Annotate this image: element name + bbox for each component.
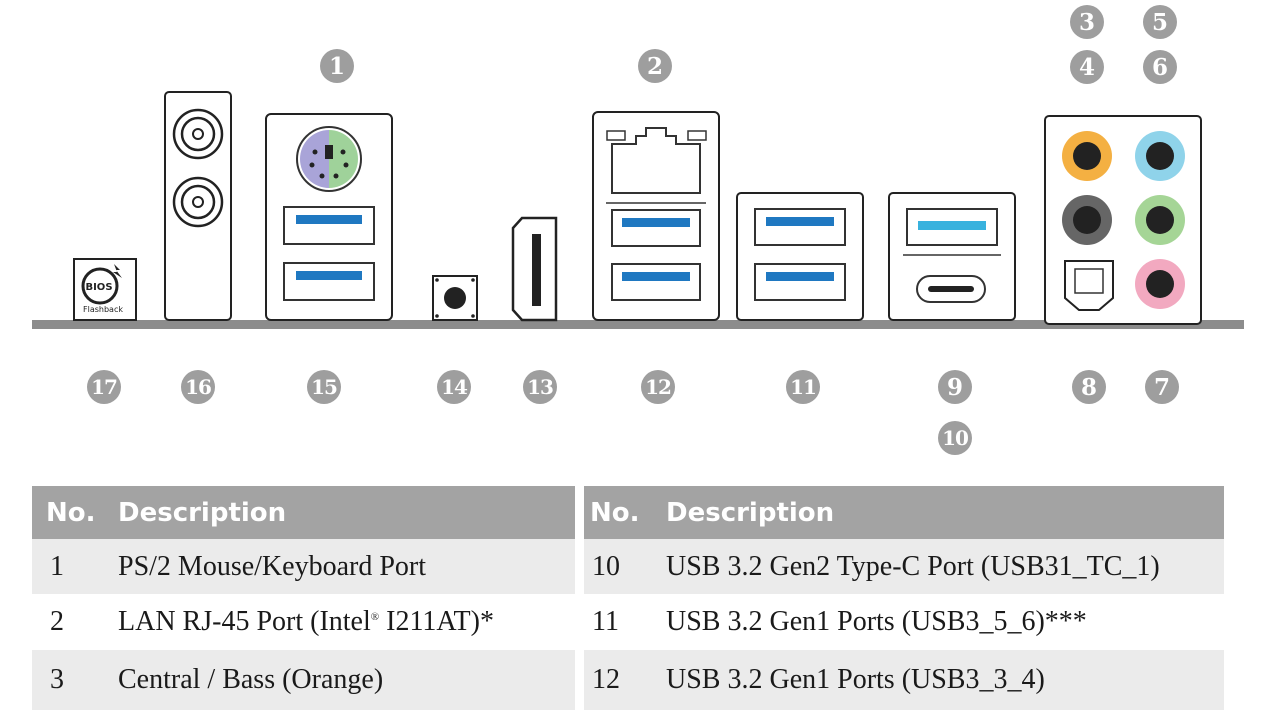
callout-9: 9 — [938, 370, 972, 404]
port-table-right: No. Description 10 USB 3.2 Gen2 Type-C P… — [584, 486, 1224, 710]
usb-port — [283, 206, 375, 245]
hdmi-port — [511, 216, 558, 322]
callout-17: 17 — [87, 370, 121, 404]
registered-mark: ® — [370, 611, 380, 623]
usb-port-block — [736, 192, 864, 321]
row-number: 10 — [584, 539, 666, 594]
column-header-no: No. — [584, 486, 666, 539]
column-header-description: Description — [666, 486, 1224, 539]
usb-port — [611, 209, 701, 247]
row-description: PS/2 Mouse/Keyboard Port — [118, 539, 575, 594]
panel-base-bar — [32, 320, 1244, 329]
bios-flashback-button: BIOS Flashback — [73, 258, 137, 321]
column-header-description: Description — [118, 486, 575, 539]
callout-6: 6 — [1143, 50, 1177, 84]
row-description: USB 3.2 Gen1 Ports (USB3_3_4) — [666, 650, 1224, 710]
callout-16: 16 — [181, 370, 215, 404]
flashback-logo-text: Flashback — [83, 305, 123, 314]
audio-jack-block — [1044, 115, 1202, 325]
usb-port — [611, 263, 701, 301]
callout-15: 15 — [307, 370, 341, 404]
row-number: 11 — [584, 594, 666, 650]
row-description: Central / Bass (Orange) — [118, 650, 575, 710]
row-description-suffix: I211AT)* — [379, 606, 494, 637]
lan-usb-port-block — [592, 111, 720, 321]
row-description-prefix: LAN RJ-45 Port (Intel — [118, 606, 371, 637]
usb-port — [754, 208, 846, 246]
row-description: USB 3.2 Gen1 Ports (USB3_5_6)*** — [666, 594, 1224, 650]
callout-5: 5 — [1143, 5, 1177, 39]
callout-11: 11 — [786, 370, 820, 404]
callout-8: 8 — [1072, 370, 1106, 404]
antenna-ports — [164, 91, 232, 321]
rear-io-panel-diagram: BIOS Flashback — [32, 91, 1244, 329]
usb-port — [283, 262, 375, 301]
callout-2: 2 — [638, 49, 672, 83]
callout-4: 4 — [1070, 50, 1104, 84]
table-header: No. Description — [32, 486, 575, 539]
bios-logo-text: BIOS — [85, 282, 112, 293]
table-row: 3 Central / Bass (Orange) — [32, 650, 575, 710]
row-number: 2 — [32, 594, 118, 650]
callout-1: 1 — [320, 49, 354, 83]
callout-3: 3 — [1070, 5, 1104, 39]
table-header: No. Description — [584, 486, 1224, 539]
callout-10: 10 — [938, 421, 972, 455]
table-row: 12 USB 3.2 Gen1 Ports (USB3_3_4) — [584, 650, 1224, 710]
usb-port — [754, 263, 846, 301]
clear-cmos-button — [432, 275, 478, 321]
row-number: 1 — [32, 539, 118, 594]
table-row: 11 USB 3.2 Gen1 Ports (USB3_5_6)*** — [584, 594, 1224, 650]
row-description: LAN RJ-45 Port (Intel® I211AT)* — [118, 594, 575, 650]
table-row: 2 LAN RJ-45 Port (Intel® I211AT)* — [32, 594, 575, 650]
ps2-usb-port-block — [265, 113, 393, 321]
row-number: 12 — [584, 650, 666, 710]
table-row: 1 PS/2 Mouse/Keyboard Port — [32, 539, 575, 594]
row-number: 3 — [32, 650, 118, 710]
callout-14: 14 — [437, 370, 471, 404]
callout-7: 7 — [1145, 370, 1179, 404]
row-description: USB 3.2 Gen2 Type-C Port (USB31_TC_1) — [666, 539, 1224, 594]
table-row: 10 USB 3.2 Gen2 Type-C Port (USB31_TC_1) — [584, 539, 1224, 594]
callout-13: 13 — [523, 370, 557, 404]
callout-12: 12 — [641, 370, 675, 404]
usb-typec-port-block — [888, 192, 1016, 321]
column-header-no: No. — [32, 486, 118, 539]
port-table-left: No. Description 1 PS/2 Mouse/Keyboard Po… — [32, 486, 575, 710]
